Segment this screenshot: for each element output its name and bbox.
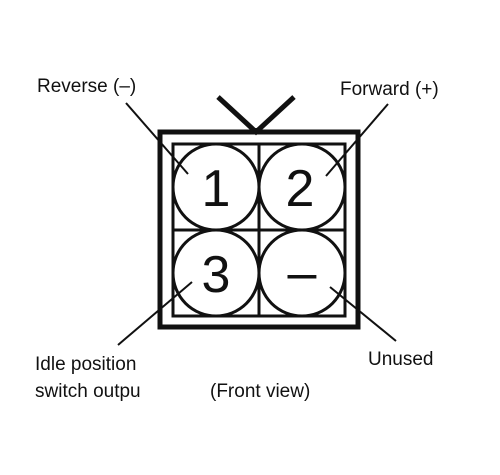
leader-line-forward <box>325 103 389 177</box>
pin-1-label: 1 <box>202 160 231 218</box>
leader-line-idle <box>117 281 193 346</box>
pin-3-label: 3 <box>202 246 231 304</box>
pin-unused-circle <box>257 228 347 318</box>
leader-line-unused <box>329 286 397 342</box>
connector-latch <box>216 95 296 136</box>
label-forward: Forward (+) <box>340 79 439 100</box>
label-idle-line1: Idle position <box>35 354 136 375</box>
label-front-view: (Front view) <box>210 381 310 402</box>
pin-unused-label: – <box>288 244 317 302</box>
label-idle-line2: switch outpu <box>35 381 141 402</box>
pin-2-label: 2 <box>286 160 315 218</box>
label-unused: Unused <box>368 349 434 370</box>
leader-line-reverse <box>125 102 189 175</box>
connector-housing <box>157 129 361 330</box>
label-reverse: Reverse (–) <box>37 76 136 97</box>
